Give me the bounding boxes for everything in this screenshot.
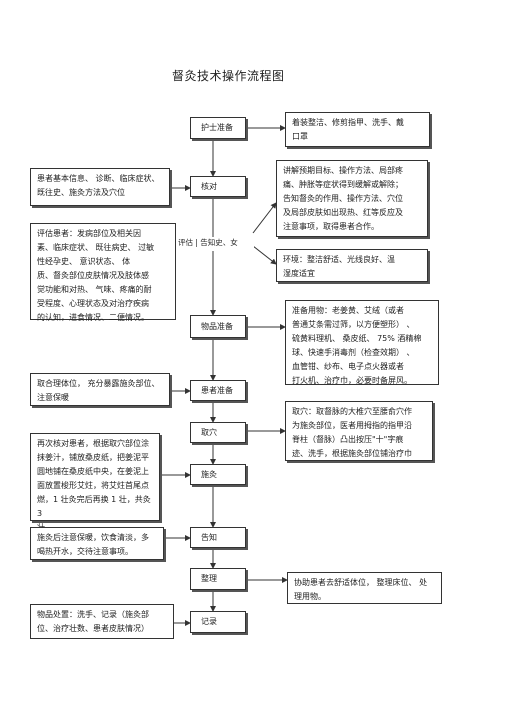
note-environment: 环境：整洁舒适、光线良好、温 湿度适宜	[276, 249, 428, 282]
step-moxibustion: 施灸	[190, 464, 246, 485]
note-position: 取合理体位， 充分暴露施灸部位、 注意保暖	[30, 373, 170, 406]
note-tidy: 协助患者去舒适体位， 整理床位、 处 理用物。	[287, 572, 442, 604]
note-patient-info: 患者基本信息、 诊断、临床症状、 既往史、施灸方法及穴位	[30, 168, 170, 206]
note-acupoint: 取穴：取督脉的大椎穴至腰俞穴作 为施灸部位，医者用拇指的指甲沿 脊柱（督脉）凸出…	[285, 401, 433, 461]
page-title: 督灸技术操作流程图	[172, 69, 285, 83]
step-patient-prep: 患者准备	[190, 380, 246, 401]
note-explain: 讲解预期目标、操作方法、局部疼 痛、肿胀等症状得到缓解或解除； 告知督灸的作用、…	[276, 160, 428, 237]
note-after: 施灸后注意保暖，饮食清淡，多 喝热开水，交待注意事项。	[30, 527, 164, 560]
note-assess: 评估患者：发病部位及相关因 素、临床症状、 既往病史、 过敏 性经孕史、 意识状…	[30, 223, 176, 322]
step-verify: 核对	[190, 176, 246, 197]
step-tidy: 整理	[190, 568, 246, 590]
step-supplies-prep: 物品准备	[190, 315, 246, 338]
step-record: 记录	[190, 611, 246, 633]
step-nurse-prep: 护士准备	[190, 117, 246, 139]
note-moxa: 再次核对患者，根据取穴部位涂 抹姜汁，铺放桑皮纸，把姜泥平 圆地铺在桑皮纸中央，…	[30, 433, 160, 532]
step-inform: 告知	[190, 527, 246, 548]
step-acupoint: 取穴	[190, 422, 246, 443]
note-nurse-prep: 着装整洁、修剪指甲、洗手、戴 口罩	[285, 112, 430, 147]
note-waste: 物品处置：洗手、记录（施灸部 位、治疗壮数、患者皮肤情况）	[30, 604, 174, 639]
note-assess-overlay: 评估 | 告知史、女	[176, 237, 254, 251]
note-supplies: 准备用物：老姜黄、艾绒（或者 普通艾条需过筛，以方便塑形） 、 硫黄料理机、 桑…	[285, 300, 439, 385]
